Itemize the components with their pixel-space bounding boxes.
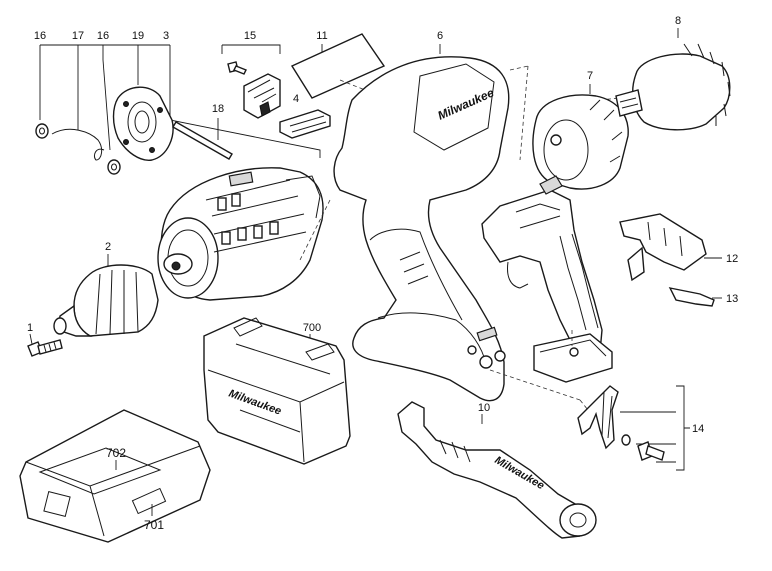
label-3: 3 <box>163 30 169 42</box>
part-8-rotor <box>615 28 731 131</box>
part-16-washer-right <box>107 159 121 175</box>
label-14: 14 <box>692 423 704 435</box>
label-13: 13 <box>726 293 738 305</box>
label-16b: 16 <box>97 30 109 42</box>
part-13-spring-plate <box>668 287 722 307</box>
part-17-spring-clip <box>51 128 105 161</box>
part-18-pin <box>172 118 233 160</box>
part-labels: 16 17 16 19 3 15 11 6 8 7 4 18 2 1 12 13… <box>27 15 738 532</box>
label-17: 17 <box>72 30 84 42</box>
part-700-case: Milwaukee <box>203 317 351 465</box>
part-7-stator <box>532 84 629 190</box>
part-1-screw <box>27 333 63 357</box>
part-10-side-handle: Milwaukee <box>397 401 597 539</box>
part-2-chuck <box>53 254 159 337</box>
label-2: 2 <box>105 241 111 253</box>
part-11-label <box>290 33 386 99</box>
label-12: 12 <box>726 253 738 265</box>
part-6-housing: Milwaukee <box>333 44 510 402</box>
label-7: 7 <box>587 70 593 82</box>
label-700: 700 <box>303 322 321 334</box>
part-19-clutch-plate <box>112 86 174 161</box>
label-15: 15 <box>244 30 256 42</box>
part-4-button <box>279 109 331 139</box>
label-4: 4 <box>293 93 299 105</box>
part-3-gearbox <box>157 167 324 301</box>
part-12-slider <box>619 213 722 282</box>
label-16a: 16 <box>34 30 46 42</box>
label-11: 11 <box>316 30 327 42</box>
label-1: 1 <box>27 322 33 334</box>
part-15-bracket <box>221 44 281 54</box>
top-left-bracket <box>39 44 321 158</box>
part-pcb-handle-assembly <box>481 175 613 383</box>
part-16-washer-left <box>35 123 49 139</box>
part-701-case-base <box>19 409 211 543</box>
label-6: 6 <box>437 30 443 42</box>
part-14-belt-hook <box>577 385 665 461</box>
part-15-small-screw <box>227 61 247 75</box>
label-701: 701 <box>144 518 164 532</box>
label-10: 10 <box>478 402 490 414</box>
part-15-switch <box>243 73 281 119</box>
label-702: 702 <box>106 446 126 460</box>
label-19: 19 <box>132 30 144 42</box>
label-8: 8 <box>675 15 681 27</box>
assembly-lines <box>299 65 641 411</box>
label-18: 18 <box>212 103 224 115</box>
